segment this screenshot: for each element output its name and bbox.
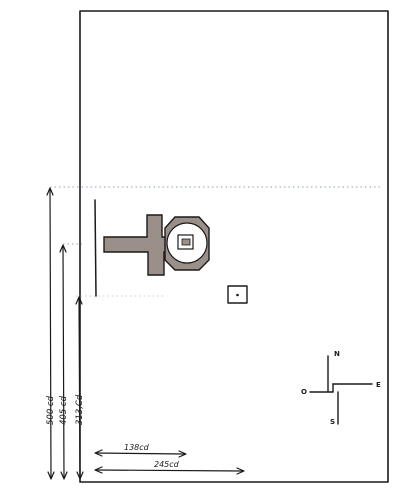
label-245cd: 245cd — [154, 460, 180, 469]
octagon-core — [181, 238, 191, 246]
dimension-313 — [75, 296, 84, 480]
label-138cd: 138cd — [124, 443, 150, 452]
dimension-500 — [46, 187, 55, 480]
cross-structure — [103, 214, 181, 276]
small-square-marker — [227, 285, 248, 304]
dimension-245 — [94, 466, 245, 475]
compass-east: E — [376, 381, 381, 389]
compass-rose — [309, 355, 373, 425]
compass-south: S — [330, 418, 335, 426]
label-313cd: 313,Cd — [75, 394, 85, 425]
label-405cd: 405 cd — [59, 395, 69, 425]
dimension-138 — [94, 449, 187, 458]
dimension-405 — [59, 244, 68, 480]
label-500cd: 500 cd — [46, 395, 56, 425]
marker-dot — [236, 293, 239, 297]
wall-line — [94, 199, 97, 297]
plan-border — [79, 10, 389, 483]
compass-north: N — [334, 350, 340, 358]
compass-west: O — [301, 388, 307, 396]
